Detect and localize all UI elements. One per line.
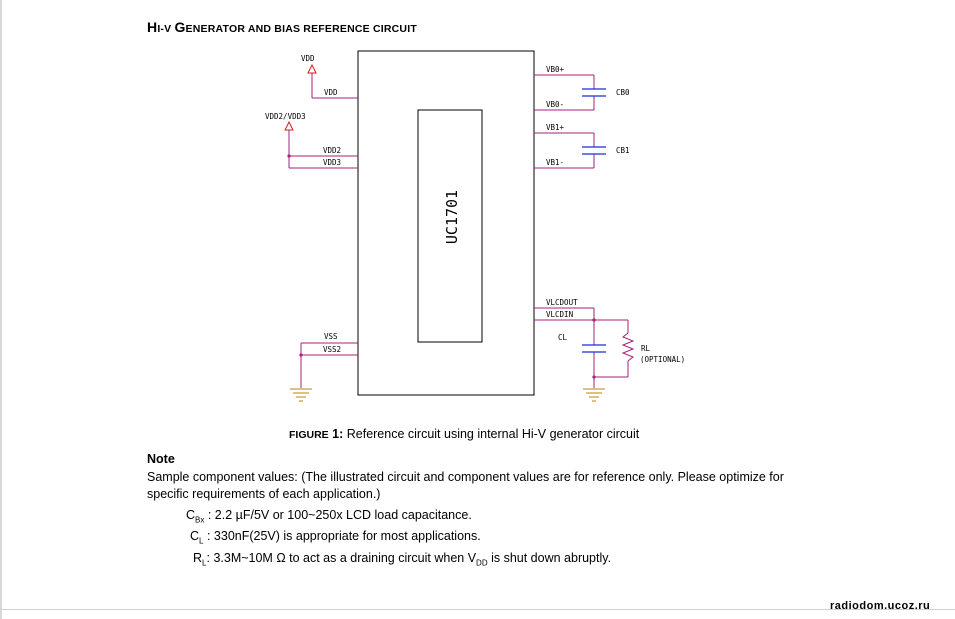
resistor-rl-symbol [621,332,635,362]
section-title: HI-V GENERATOR AND BIAS REFERENCE CIRCUI… [147,19,417,35]
capacitor-cb0: VB0+ VB0- CB0 [534,65,630,111]
vlcd-network: VLCDOUT VLCDIN CL RL (OPTIONAL) [534,298,685,402]
reference-circuit-schematic: UC1701 VDD VDD VDD2/VDD3 VDD2 VDD3 VSS V… [265,50,685,402]
chip-label: UC1701 [443,190,461,244]
res-rl-optional: (OPTIONAL) [640,355,685,364]
cap-cb0-label: CB0 [616,88,630,97]
pin-vdd2: VDD2 [323,146,341,155]
supply-vdd-label: VDD [301,54,315,63]
pin-vss2: VSS2 [323,345,341,354]
capacitor-cb1: VB1+ VB1- CB1 [534,123,630,169]
res-rl-label: RL [641,344,651,353]
pin-vlcdin: VLCDIN [546,310,573,319]
vdd23-supply: VDD2/VDD3 VDD2 VDD3 [265,112,358,169]
chip-inner-box [417,109,483,343]
page-left-border [0,0,2,619]
vss-ground: VSS VSS2 [290,332,358,402]
cap-cb1-label: CB1 [616,146,630,155]
pin-vdd: VDD [324,88,338,97]
pin-vb0m: VB0- [546,100,564,109]
watermark: radiodom.ucoz.ru [830,600,931,612]
note-body: Sample component values: (The illustrate… [147,470,784,501]
cap-cl-label: CL [558,333,568,342]
pin-vb1m: VB1- [546,158,564,167]
note-item-cl: CL : 330nF(25V) is appropriate for most … [190,529,481,546]
note-item-cbx: CBx : 2.2 µF/5V or 100~250x LCD load cap… [186,508,472,525]
pin-vdd3: VDD3 [323,158,341,167]
vdd-supply: VDD VDD [301,54,358,99]
figure-caption: FIGURE 1: Reference circuit using intern… [289,427,640,441]
pin-vss: VSS [324,332,338,341]
pin-vb0p: VB0+ [546,65,565,74]
note-heading: Note [147,452,175,466]
chip-outline [357,50,535,396]
note-item-rl: RL: 3.3M~10M Ω to act as a draining circ… [193,551,612,568]
supply-vdd23-label: VDD2/VDD3 [265,112,306,121]
pin-vb1p: VB1+ [546,123,565,132]
page-bottom-border [0,609,955,610]
pin-vlcdout: VLCDOUT [546,298,578,307]
